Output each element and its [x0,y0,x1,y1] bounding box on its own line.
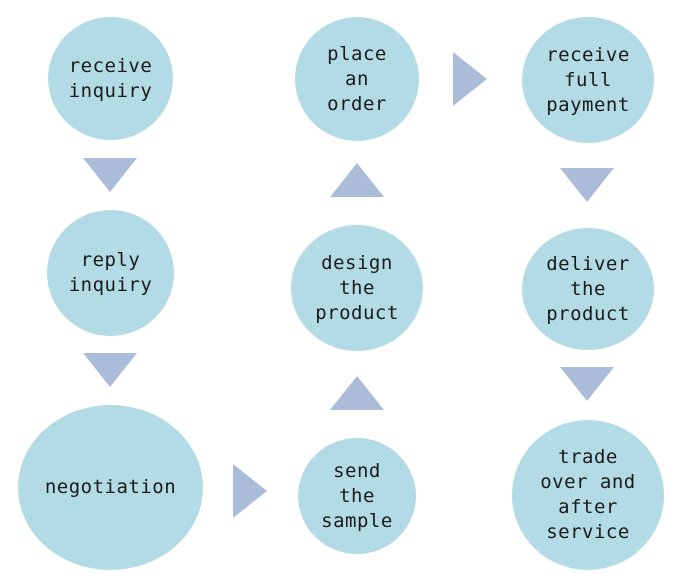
arrow-down-icon [560,168,614,202]
node-place-order: place an order [295,17,419,141]
arrow-up-icon [330,376,384,410]
node-label: deliver the product [546,252,630,325]
arrow-right-icon [233,464,267,518]
node-receive-inquiry: receive inquiry [48,17,173,140]
node-deliver-product: deliver the product [522,228,654,350]
node-label: trade over and after service [540,446,636,543]
node-label: reply inquiry [68,249,153,296]
node-label: receive full payment [546,43,630,116]
arrow-down-icon [560,367,614,401]
node-trade-over-after-service: trade over and after service [512,420,664,570]
arrow-up-icon [330,163,384,197]
node-reply-inquiry: reply inquiry [47,210,174,336]
arrow-right-icon [453,52,487,106]
arrow-down-icon [83,353,137,387]
node-label: place an order [327,42,387,115]
arrow-down-icon [83,158,137,192]
node-receive-payment: receive full payment [522,17,654,143]
node-label: send the sample [321,459,393,532]
node-design-product: design the product [291,225,423,351]
node-label: receive inquiry [68,54,153,102]
node-send-sample: send the sample [298,438,416,554]
node-label: design the product [315,251,399,324]
node-negotiation: negotiation [18,405,203,570]
node-label: negotiation [44,476,177,498]
